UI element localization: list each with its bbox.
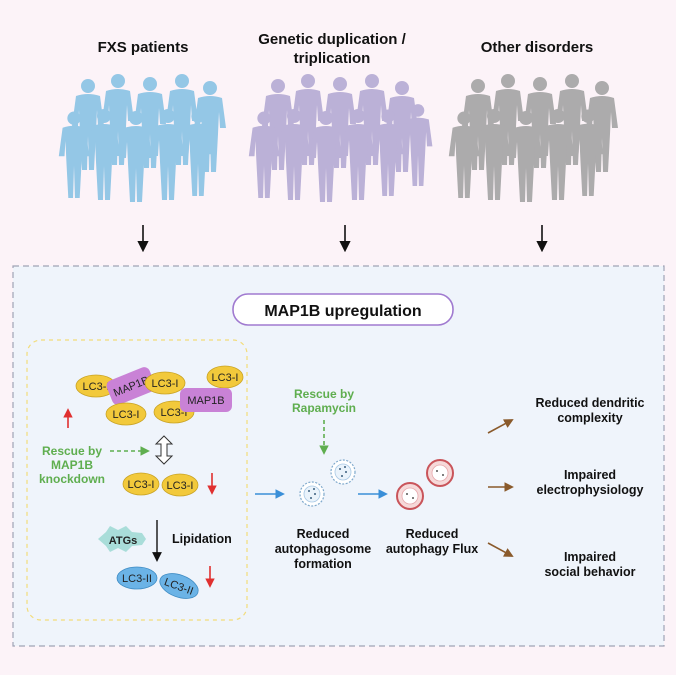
lc3-i-label: LC3-I xyxy=(152,378,179,390)
group-title-other: Other disorders xyxy=(481,39,594,56)
outcome-arrow-dendritic xyxy=(487,419,514,434)
map1b-box xyxy=(180,388,232,412)
outcome-electro-line2: electrophysiology xyxy=(537,483,644,497)
lc3-i-label: LC3-I xyxy=(113,409,140,421)
group-title-fxs: FXS patients xyxy=(98,39,189,56)
lipidation-label: Lipidation xyxy=(172,532,232,546)
outcome-social-line1: Impaired xyxy=(564,550,616,564)
equilibrium-arrow xyxy=(154,435,174,465)
outcome-dendritic-line1: Reduced dendritic xyxy=(535,396,644,410)
lc3-ii-label: LC3-II xyxy=(122,573,152,585)
crowd-other-disorders xyxy=(448,74,618,202)
autophagosome-label-line2: autophagosome xyxy=(275,542,372,556)
map1b-box xyxy=(106,367,156,405)
autophagosome-label-line1: Reduced xyxy=(297,527,350,541)
autophagosome-label-line3: formation xyxy=(294,557,352,571)
rescue-rapamycin-line2: Rapamycin xyxy=(292,401,356,415)
crowd-genetic-duplication xyxy=(248,74,433,202)
mechanism-box xyxy=(26,339,248,621)
flux-label-line1: Reduced xyxy=(406,527,459,541)
banner-text: MAP1B upregulation xyxy=(264,303,421,320)
outcome-electro-line1: Impaired xyxy=(564,468,616,482)
lc3-i-label: LC3-I xyxy=(83,381,110,393)
lc3-i-label: LC3-I xyxy=(212,372,239,384)
lc3-i-pill xyxy=(105,402,147,426)
autophagosome-icon xyxy=(299,481,325,507)
lc3-i-pill xyxy=(144,371,186,395)
autophagosome-icon xyxy=(330,459,356,485)
rescue-map1b-line3: knockdown xyxy=(39,472,105,486)
autolysosome-icon xyxy=(396,482,424,510)
banner-box xyxy=(232,293,454,326)
rescue-rapamycin-line1: Rescue by xyxy=(294,387,354,401)
lc3-i-label: LC3-I xyxy=(161,407,188,419)
lc3-ii-pill xyxy=(159,573,199,599)
crowd-fxs-patients xyxy=(58,74,226,202)
lc3-i-label: LC3-I xyxy=(128,479,155,491)
group-title-duplication-line1: Genetic duplication / xyxy=(258,31,406,48)
rescue-map1b-line2: MAP1B xyxy=(51,458,93,472)
lc3-ii-pill xyxy=(116,566,158,590)
outcome-dendritic-line2: complexity xyxy=(557,411,622,425)
outcome-social-line2: social behavior xyxy=(544,565,635,579)
atgs-label: ATGs xyxy=(109,535,138,547)
outcome-arrow-social xyxy=(487,542,514,557)
flux-label-line2: autophagy Flux xyxy=(386,542,478,556)
autolysosome-icon xyxy=(426,459,454,487)
free-lc3-i-pill xyxy=(122,472,160,496)
group-title-duplication-line2: triplication xyxy=(294,50,371,67)
atgs-badge xyxy=(98,526,146,552)
free-lc3-i-pill xyxy=(161,473,199,497)
lc3-i-label: LC3-I xyxy=(167,480,194,492)
map1b-lc3-complex: LC3-I MAP1B LC3-I LC3-I LC3-I LC3-I MAP1… xyxy=(75,365,244,426)
map1b-label: MAP1B xyxy=(187,395,224,407)
rescue-map1b-line1: Rescue by xyxy=(42,444,102,458)
